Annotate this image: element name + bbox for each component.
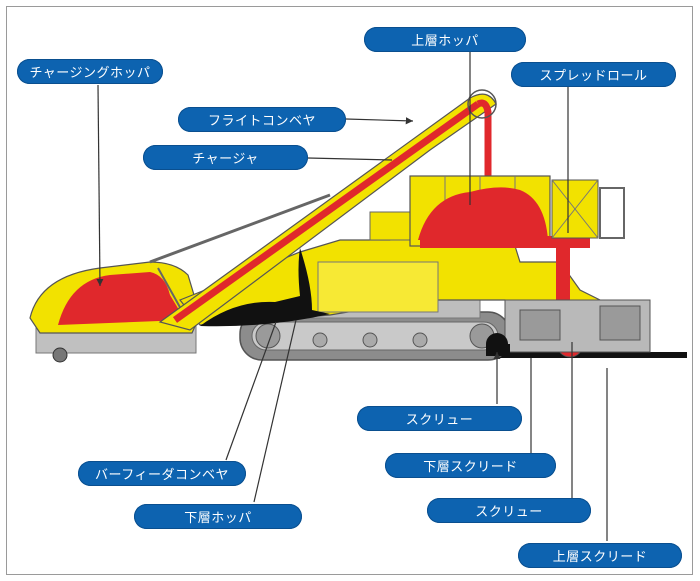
label-screw-1: スクリュー bbox=[357, 406, 522, 431]
label-flight-conveyor: フライトコンベヤ bbox=[178, 107, 346, 132]
label-spread-roll: スプレッドロール bbox=[511, 62, 676, 87]
label-charging-hopper: チャージングホッパ bbox=[17, 59, 163, 84]
road-surface bbox=[480, 352, 687, 358]
label-screw-2: スクリュー bbox=[427, 498, 591, 523]
label-lower-hopper: 下層ホッパ bbox=[134, 504, 302, 529]
leader-lines bbox=[96, 52, 608, 541]
label-lower-screed: 下層スクリード bbox=[385, 453, 556, 478]
label-upper-screed: 上層スクリード bbox=[518, 543, 682, 568]
label-charger: チャージャ bbox=[143, 145, 308, 170]
label-upper-hopper: 上層ホッパ bbox=[364, 27, 526, 52]
label-bar-feeder-conveyor: バーフィーダコンベヤ bbox=[78, 461, 246, 486]
lower-hopper-material bbox=[200, 248, 330, 327]
